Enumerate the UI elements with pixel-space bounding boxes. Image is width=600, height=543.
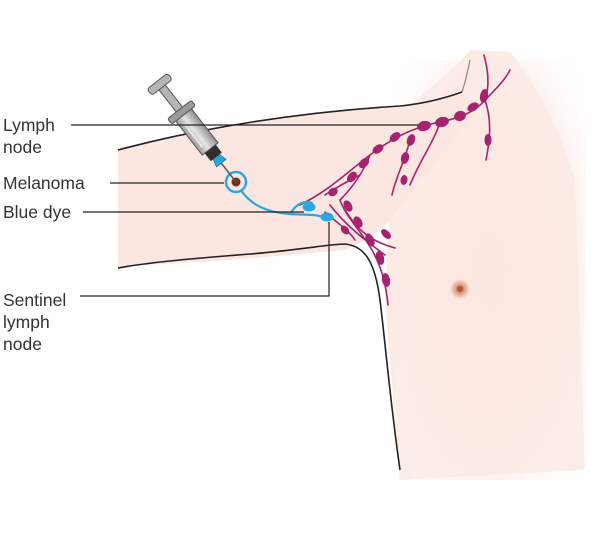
nipple: [450, 279, 470, 299]
leader-sentinel-node: [80, 222, 330, 297]
sentinel-node-2: [320, 212, 334, 222]
sentinel-node-1: [302, 202, 316, 212]
leader-lines: [71, 124, 418, 297]
label-sentinel-lymph-node: Sentinel lymph node: [3, 290, 67, 354]
lymph-nodes: [328, 89, 492, 287]
lymphatic-vessels: [299, 54, 511, 306]
label-melanoma: Melanoma: [3, 173, 85, 193]
label-lymph-node: Lymph node: [3, 115, 55, 157]
syringe-icon: [147, 73, 237, 183]
label-blue-dye: Blue dye: [3, 202, 72, 222]
blue-dye-path: [234, 180, 334, 222]
